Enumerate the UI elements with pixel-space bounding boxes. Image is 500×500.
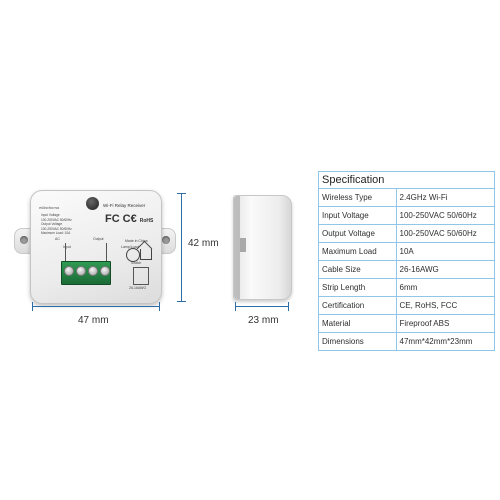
spec-value: 2.4GHz Wi-Fi bbox=[395, 188, 495, 207]
screw-hole bbox=[20, 236, 28, 244]
depth-dimension-cap bbox=[235, 302, 236, 311]
depth-label: 23 mm bbox=[248, 315, 279, 326]
spec-key: Output Voltage bbox=[318, 224, 397, 243]
switch-label: Switch bbox=[131, 261, 142, 265]
relay-body: eMaxforma Wi-Fi Relay Receiver Input Vol… bbox=[30, 190, 162, 304]
awg-label: 26-16AWG bbox=[129, 286, 147, 290]
terminal-screw bbox=[88, 266, 98, 276]
spec-title: Specification bbox=[318, 171, 396, 189]
switch-icon bbox=[133, 267, 149, 285]
ce-mark: C€ bbox=[122, 213, 137, 225]
made-in-label: Made in China bbox=[125, 239, 148, 243]
spec-value: 6mm bbox=[395, 278, 495, 297]
relay-side-view bbox=[233, 195, 292, 300]
fcc-mark: FC bbox=[105, 213, 120, 225]
spec-value: 100-250VAC 50/60Hz bbox=[395, 224, 495, 243]
table-row: Dimensions 47mm*42mm*23mm bbox=[318, 332, 495, 351]
spec-value: Fireproof ABS bbox=[395, 314, 495, 333]
spec-key: Dimensions bbox=[318, 332, 397, 351]
side-notch bbox=[240, 238, 246, 252]
width-dimension-line bbox=[32, 306, 160, 307]
device-spec-line: Output Voltage bbox=[41, 222, 63, 227]
spec-value: 10A bbox=[395, 242, 495, 261]
width-dimension-cap bbox=[159, 302, 160, 311]
spec-key: Wireless Type bbox=[318, 188, 397, 207]
device-title: Wi-Fi Relay Receiver bbox=[103, 203, 146, 208]
reset-button bbox=[86, 197, 99, 210]
spec-value: 100-250VAC 50/60Hz bbox=[395, 206, 495, 225]
spec-key: Material bbox=[318, 314, 397, 333]
device-spec-line: 100-250VAC 50/60Hz bbox=[41, 226, 72, 231]
device-spec-line: Input Voltage bbox=[41, 213, 60, 217]
terminal-screw bbox=[76, 266, 86, 276]
terminal-block bbox=[61, 261, 111, 285]
height-dimension-cap bbox=[177, 193, 186, 194]
spec-key: Input Voltage bbox=[318, 206, 397, 225]
table-row: Wireless Type 2.4GHz Wi-Fi bbox=[318, 188, 495, 207]
height-dimension-cap bbox=[177, 301, 186, 302]
spec-title-spacer bbox=[396, 171, 495, 189]
spec-key: Certification bbox=[318, 296, 397, 315]
spec-key: Maximum Load bbox=[318, 242, 397, 261]
wiring-lines bbox=[65, 243, 107, 261]
screw-hole bbox=[162, 236, 170, 244]
rohs-mark: RoHS bbox=[139, 218, 154, 224]
spec-value: 26-16AWG bbox=[395, 260, 495, 279]
terminal-screw bbox=[64, 266, 74, 276]
table-row: Input Voltage 100-250VAC 50/60Hz bbox=[318, 206, 495, 225]
spec-key: Cable Size bbox=[318, 260, 397, 279]
table-row: Strip Length 6mm bbox=[318, 278, 495, 297]
device-spec-line: Maximum Load: 10A bbox=[41, 231, 71, 236]
table-row: Material Fireproof ABS bbox=[318, 314, 495, 333]
ac-label: AC bbox=[55, 237, 60, 241]
table-row: Maximum Load 10A bbox=[318, 242, 495, 261]
depth-dimension-cap bbox=[288, 302, 289, 311]
width-label: 47 mm bbox=[78, 315, 109, 326]
house-icon bbox=[140, 249, 152, 260]
relay-front-view: eMaxforma Wi-Fi Relay Receiver Input Vol… bbox=[14, 190, 176, 304]
specification-table: Specification Wireless Type 2.4GHz Wi-Fi… bbox=[318, 171, 495, 351]
height-label: 42 mm bbox=[188, 238, 219, 249]
width-dimension-cap bbox=[32, 302, 33, 311]
depth-dimension-line bbox=[235, 306, 289, 307]
terminal-screw bbox=[100, 266, 110, 276]
spec-value: CE, RoHS, FCC bbox=[395, 296, 495, 315]
spec-value: 47mm*42mm*23mm bbox=[395, 332, 495, 351]
device-spec-line: 100-250VAC 50/60Hz bbox=[41, 217, 72, 222]
brand-label: eMaxforma bbox=[39, 205, 60, 210]
spec-title-row: Specification bbox=[318, 171, 495, 189]
lamp-load-label: Lamp/Load bbox=[121, 245, 139, 249]
table-row: Cable Size 26-16AWG bbox=[318, 260, 495, 279]
table-row: Certification CE, RoHS, FCC bbox=[318, 296, 495, 315]
spec-key: Strip Length bbox=[318, 278, 397, 297]
output-label: Output bbox=[93, 237, 104, 241]
height-dimension-line bbox=[181, 193, 182, 301]
device-spec-text: Input Voltage 100-250VAC 50/60Hz Output … bbox=[41, 213, 101, 236]
side-edge bbox=[234, 196, 240, 299]
input-label: Input bbox=[63, 245, 71, 249]
table-row: Output Voltage 100-250VAC 50/60Hz bbox=[318, 224, 495, 243]
